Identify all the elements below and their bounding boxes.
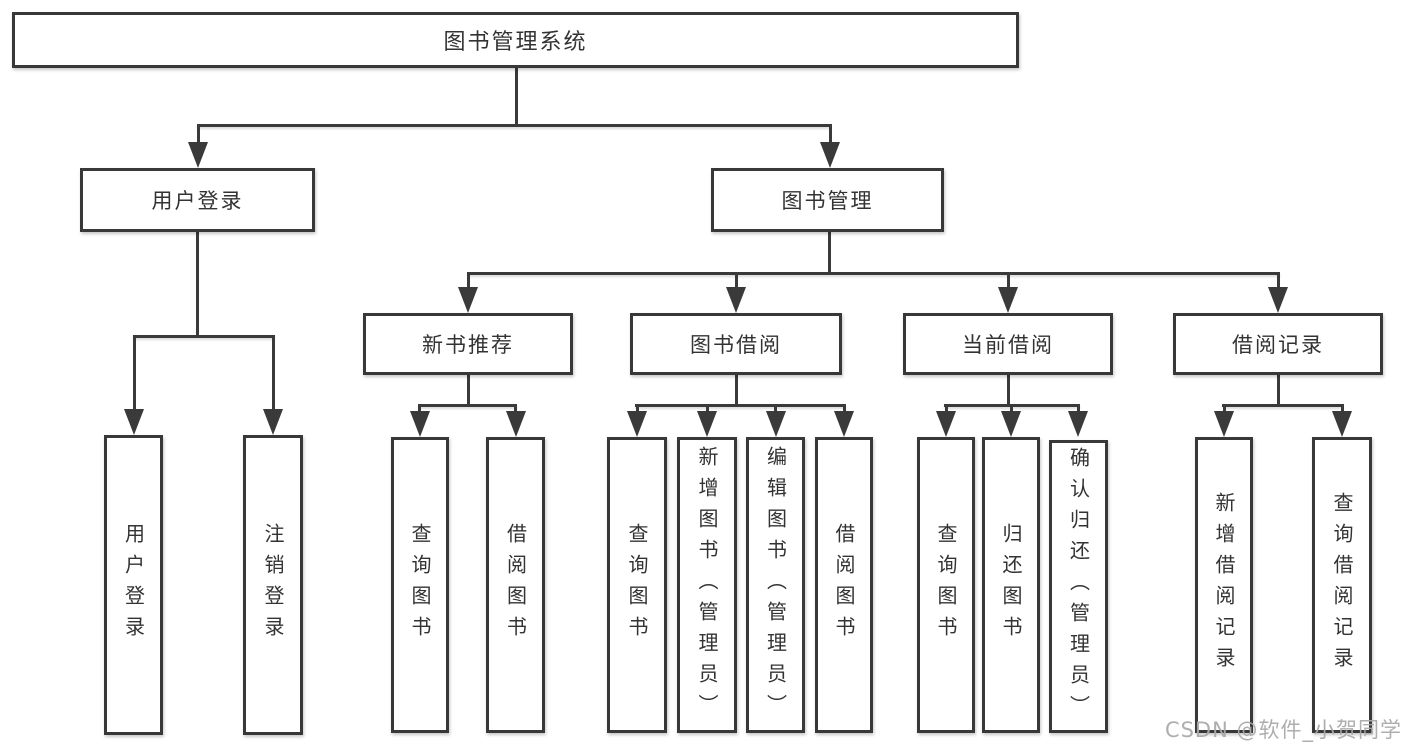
node-current-borrow: 当前借阅	[903, 313, 1113, 375]
leaf-logout: 注销登录	[243, 435, 303, 735]
arrowhead-book-mgmt	[820, 142, 840, 168]
connector-br-leaf2-drop	[1341, 404, 1344, 414]
connector-bb-leaf1-drop	[636, 404, 639, 414]
arrowhead-br-leaf2	[1332, 411, 1352, 437]
leaf-bb-edit-book: 编辑图书（管理员）	[746, 437, 805, 733]
connector-newbook-stem	[467, 375, 470, 407]
watermark: CSDN @软件_小贺同学	[1164, 718, 1402, 742]
leaf-cb-confirm-return: 确认归还（管理员）	[1049, 440, 1108, 733]
connector-level2-bus	[197, 124, 831, 127]
node-book-mgmt-label: 图书管理	[781, 189, 874, 213]
connector-bookborrow-stem	[735, 375, 738, 407]
connector-currentborrow-stem	[1007, 375, 1010, 407]
connector-user-bus	[133, 335, 275, 338]
leaf-br-add-record: 新增借阅记录	[1195, 437, 1253, 733]
connector-br-leaf1-drop	[1223, 404, 1226, 414]
arrowhead-user-leaf1	[124, 409, 144, 435]
connector-newbook-bus	[418, 404, 517, 407]
leaf-bb-query-book-label: 查询图书	[625, 523, 649, 647]
connector-user-stem	[196, 232, 199, 338]
leaf-user-login-label: 用户登录	[121, 523, 146, 647]
node-root-label: 图书管理系统	[443, 30, 588, 55]
node-user-login-label: 用户登录	[151, 189, 244, 213]
arrowhead-cb-leaf1	[936, 411, 956, 437]
leaf-cb-query-book-label: 查询图书	[934, 523, 958, 647]
node-root: 图书管理系统	[12, 12, 1019, 68]
connector-cb-leaf1-drop	[945, 404, 948, 414]
leaf-cb-return-book: 归还图书	[982, 437, 1040, 733]
connector-root-stem	[515, 68, 518, 126]
connector-borrowrecords-drop	[1277, 272, 1280, 289]
arrowhead-bb-leaf4	[834, 411, 854, 437]
connector-level3-bus	[467, 272, 1280, 275]
connector-bookborrow-bus	[635, 404, 846, 407]
arrowhead-bb-leaf1	[627, 411, 647, 437]
connector-cb-leaf2-drop	[1010, 404, 1013, 414]
arrowhead-cb-leaf2	[1001, 411, 1021, 437]
connector-borrowrecords-stem	[1277, 375, 1280, 407]
leaf-cb-return-book-label: 归还图书	[999, 523, 1023, 647]
connector-user-leaf1-drop	[133, 335, 136, 413]
arrowhead-user-leaf2	[263, 409, 283, 435]
connector-user-login-drop	[197, 124, 200, 144]
connector-cb-leaf3-drop	[1077, 404, 1080, 414]
connector-bb-leaf3-drop	[774, 404, 777, 414]
leaf-logout-label: 注销登录	[261, 523, 285, 647]
arrowhead-bb-leaf3	[766, 411, 786, 437]
node-borrow-records: 借阅记录	[1173, 313, 1383, 375]
arrowhead-nb-leaf2	[506, 411, 526, 437]
node-borrow-records-label: 借阅记录	[1232, 333, 1324, 357]
connector-currentborrow-drop	[1007, 272, 1010, 289]
connector-bb-leaf4-drop	[843, 404, 846, 414]
connector-newbook-drop	[467, 272, 470, 289]
leaf-cb-confirm-return-label: 确认归还（管理员）	[1066, 447, 1091, 726]
node-book-borrow-label: 图书借阅	[690, 333, 782, 357]
leaf-br-add-record-label: 新增借阅记录	[1212, 492, 1236, 678]
leaf-nb-borrow-book-label: 借阅图书	[503, 523, 528, 647]
arrowhead-bb-leaf2	[697, 411, 717, 437]
connector-nb-leaf1-drop	[418, 404, 421, 414]
leaf-nb-borrow-book: 借阅图书	[486, 437, 545, 733]
arrowhead-user-login	[188, 142, 208, 168]
arrowhead-cb-leaf3	[1068, 411, 1088, 437]
arrowhead-nb-leaf1	[410, 411, 430, 437]
leaf-bb-edit-book-label: 编辑图书（管理员）	[763, 445, 788, 725]
connector-nb-leaf2-drop	[514, 404, 517, 414]
leaf-nb-query-book-label: 查询图书	[408, 523, 432, 647]
arrowhead-currentborrow	[998, 287, 1018, 313]
leaf-bb-add-book-label: 新增图书（管理员）	[695, 445, 719, 725]
leaf-br-query-record-label: 查询借阅记录	[1330, 492, 1354, 678]
node-book-borrow: 图书借阅	[630, 313, 842, 375]
leaf-bb-add-book: 新增图书（管理员）	[677, 437, 737, 733]
node-new-book-label: 新书推荐	[422, 333, 514, 357]
node-user-login: 用户登录	[80, 168, 315, 232]
leaf-cb-query-book: 查询图书	[917, 437, 975, 733]
leaf-bb-borrow-book-label: 借阅图书	[832, 523, 856, 647]
node-new-book: 新书推荐	[363, 313, 573, 375]
leaf-br-query-record: 查询借阅记录	[1312, 437, 1372, 733]
node-book-mgmt: 图书管理	[711, 168, 944, 232]
leaf-user-login: 用户登录	[104, 435, 163, 735]
arrowhead-bookborrow	[726, 287, 746, 313]
connector-user-leaf2-drop	[272, 335, 275, 413]
arrowhead-borrowrecords	[1268, 287, 1288, 313]
leaf-nb-query-book: 查询图书	[391, 437, 449, 733]
leaf-bb-borrow-book: 借阅图书	[815, 437, 873, 733]
connector-book-mgmt-drop	[829, 124, 832, 144]
node-current-borrow-label: 当前借阅	[962, 333, 1054, 357]
connector-bookborrow-drop	[735, 272, 738, 289]
connector-mgmt-stem	[828, 232, 831, 274]
connector-borrowrecords-bus	[1222, 404, 1343, 407]
leaf-bb-query-book: 查询图书	[607, 437, 667, 733]
connector-bb-leaf2-drop	[706, 404, 709, 414]
arrowhead-newbook	[458, 287, 478, 313]
arrowhead-br-leaf1	[1214, 411, 1234, 437]
